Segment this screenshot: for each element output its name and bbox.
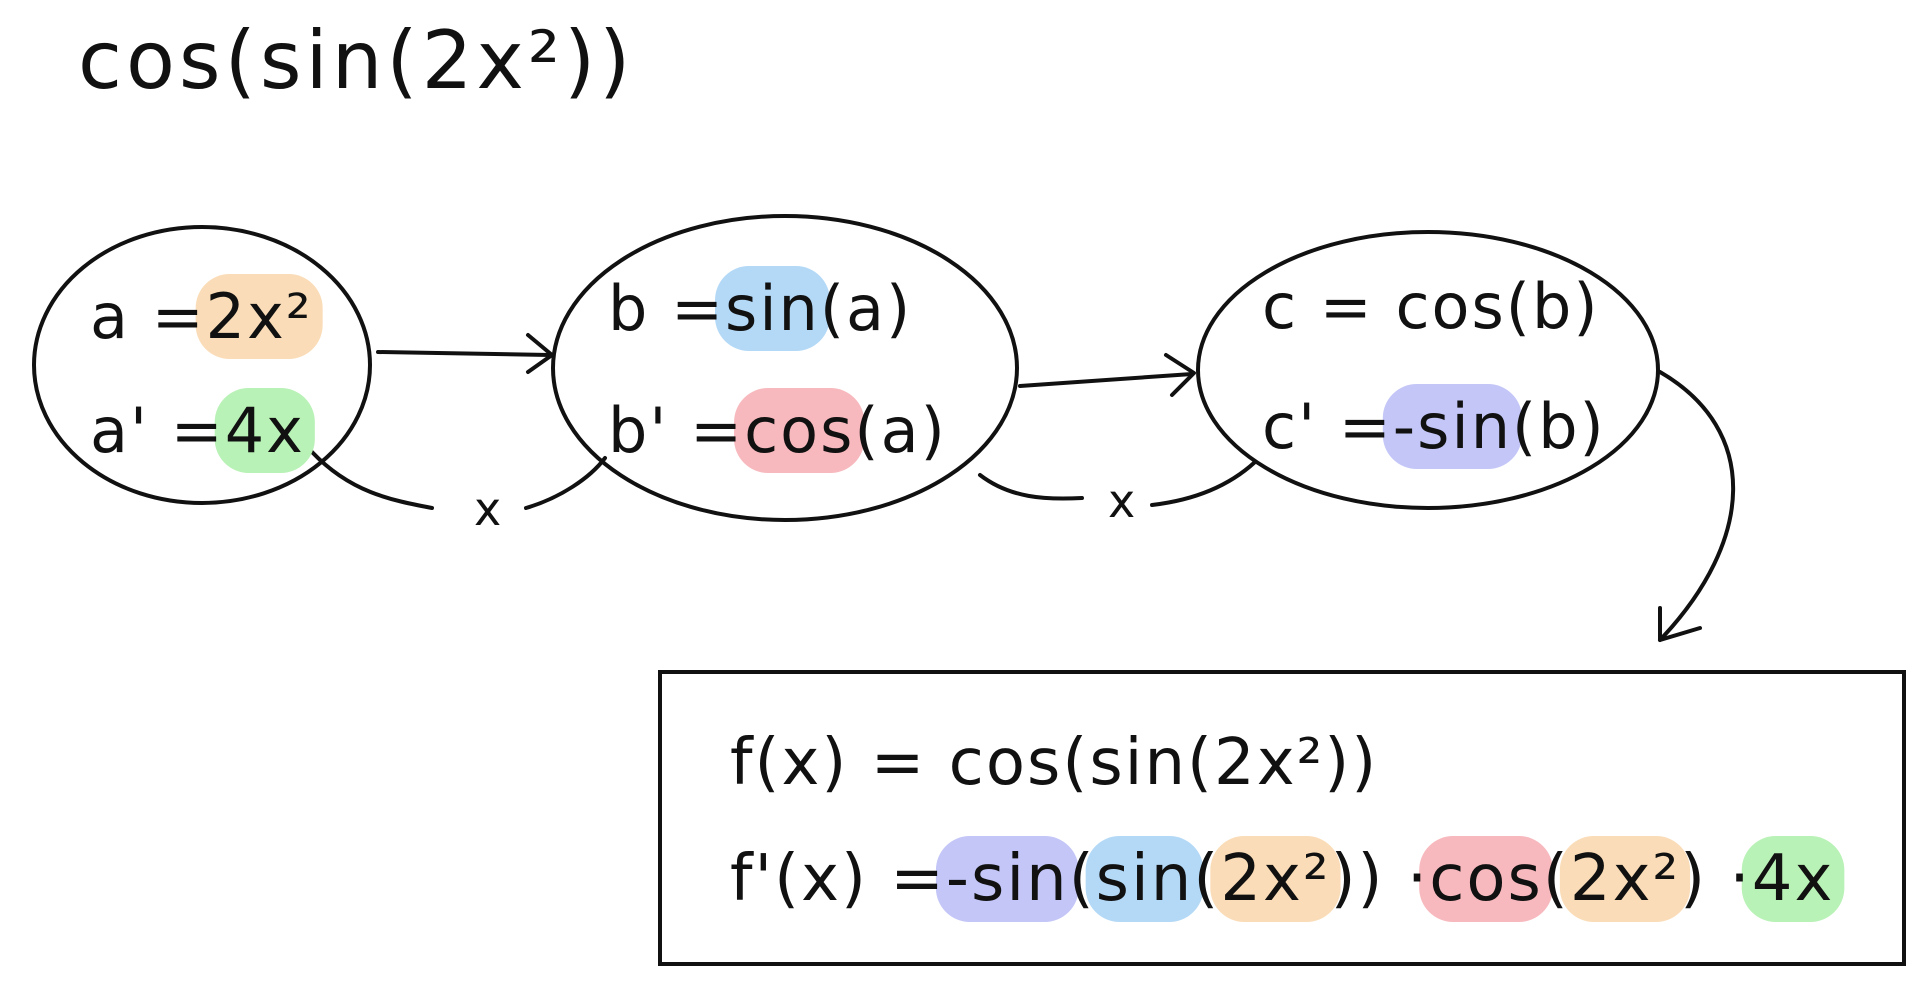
result-fprime-seg-1: -sin xyxy=(946,842,1069,916)
node-b-ellipse xyxy=(551,214,1019,522)
node-2-deriv-seg-1: -sin xyxy=(1393,390,1512,463)
curve-a-b-left xyxy=(310,450,434,510)
node-1-value-seg-0: b = xyxy=(608,272,725,345)
node-1-deriv-seg-2: (a) xyxy=(854,394,946,467)
result-fprime-seg-9: 2x² xyxy=(1570,842,1680,916)
node-a-ellipse xyxy=(32,225,372,505)
node-b: b = sin(a)b' = cos(a) xyxy=(608,266,946,473)
result-fprime-seg-8: ( xyxy=(1543,842,1570,916)
result-fprime-highlight-1 xyxy=(935,836,1079,922)
result-fprime-highlight-9 xyxy=(1559,836,1691,922)
result-fprime-highlight-5 xyxy=(1210,836,1341,922)
result-fprime-highlight-7 xyxy=(1419,836,1553,922)
node-2-deriv-highlight-1 xyxy=(1382,384,1522,469)
node-1-value-seg-2: (a) xyxy=(820,272,912,345)
result-fprime-seg-0: f'(x) = xyxy=(730,842,946,916)
result-fprime-seg-11: 4x xyxy=(1752,842,1835,916)
curve-b-c-left xyxy=(978,473,1084,501)
curve-a-b-right xyxy=(524,456,607,510)
node-1-deriv-seg-0: b' = xyxy=(608,394,744,467)
result-fprime-seg-2: ( xyxy=(1069,842,1096,916)
result-fprime-highlight-3 xyxy=(1085,836,1204,922)
node-0-deriv-seg-0: a' = xyxy=(90,394,225,467)
result-fprime-seg-4: ( xyxy=(1193,842,1220,916)
result-f-line: f(x) = cos(sin(2x²)) xyxy=(730,726,1378,800)
result-fprime-seg-10: ) · xyxy=(1680,842,1752,916)
node-0-value-highlight-1 xyxy=(195,274,323,359)
result-fprime-seg-6: )) · xyxy=(1331,842,1430,916)
node-0-value-seg-0: a = xyxy=(90,280,206,353)
node-2-deriv-seg-0: c' = xyxy=(1262,390,1393,463)
arrow-b-to-c-head xyxy=(1164,353,1196,397)
node-a: a = 2x² a' = 4x xyxy=(90,274,323,473)
node-1-deriv-seg-1: cos xyxy=(744,394,854,467)
arrow-a-to-b-head xyxy=(526,333,554,374)
arrow-c-to-result-head xyxy=(1658,606,1702,642)
node-c: c = cos(b) c' = -sin(b) xyxy=(1262,270,1606,469)
node-c-ellipse xyxy=(1196,230,1660,510)
node-1-value-highlight-1 xyxy=(715,266,830,351)
edge-label-bc: x xyxy=(1108,474,1135,528)
node-0-value-seg-1: 2x² xyxy=(206,280,313,353)
node-0-deriv-seg-1: 4x xyxy=(225,394,305,467)
node-1-value-seg-1: sin xyxy=(725,272,820,345)
result-fprime-highlight-11 xyxy=(1741,836,1845,922)
result-fprime-seg-7: cos xyxy=(1429,842,1543,916)
result-fprime-seg-5: 2x² xyxy=(1220,842,1330,916)
edge-label-ab: x xyxy=(474,482,501,536)
expression-title: cos(sin(2x²)) xyxy=(78,14,634,107)
arrow-a-to-b xyxy=(376,350,552,357)
arrow-c-to-result xyxy=(1658,370,1736,642)
result-fprime-line: f'(x) = -sin(sin(2x²)) · cos(2x²) · 4x xyxy=(730,836,1845,922)
node-0-deriv-highlight-1 xyxy=(214,388,315,473)
node-2-deriv-seg-2: (b) xyxy=(1512,390,1606,463)
result-fprime-seg-3: sin xyxy=(1096,842,1194,916)
arrow-b-to-c xyxy=(1018,372,1194,388)
node-1-deriv-highlight-1 xyxy=(734,388,865,473)
result-box xyxy=(658,670,1906,966)
curve-b-c-right xyxy=(1150,460,1257,507)
node-2-value-seg-0: c = cos(b) xyxy=(1262,270,1600,343)
